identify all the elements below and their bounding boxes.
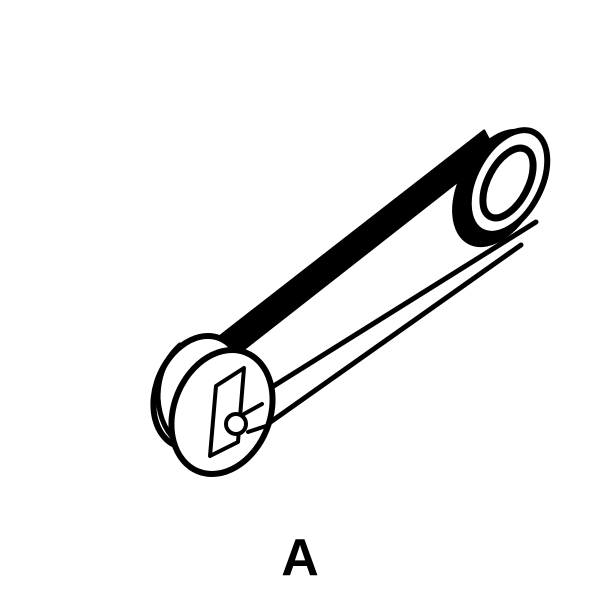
figure-label: A [281, 529, 319, 587]
small-pulley [452, 127, 551, 248]
pulley-shaft [224, 412, 248, 436]
belt-top-strand [216, 129, 497, 357]
small-pulley-hub [479, 144, 537, 222]
large-pulley [150, 332, 276, 478]
belt-bottom-strand [245, 219, 539, 431]
